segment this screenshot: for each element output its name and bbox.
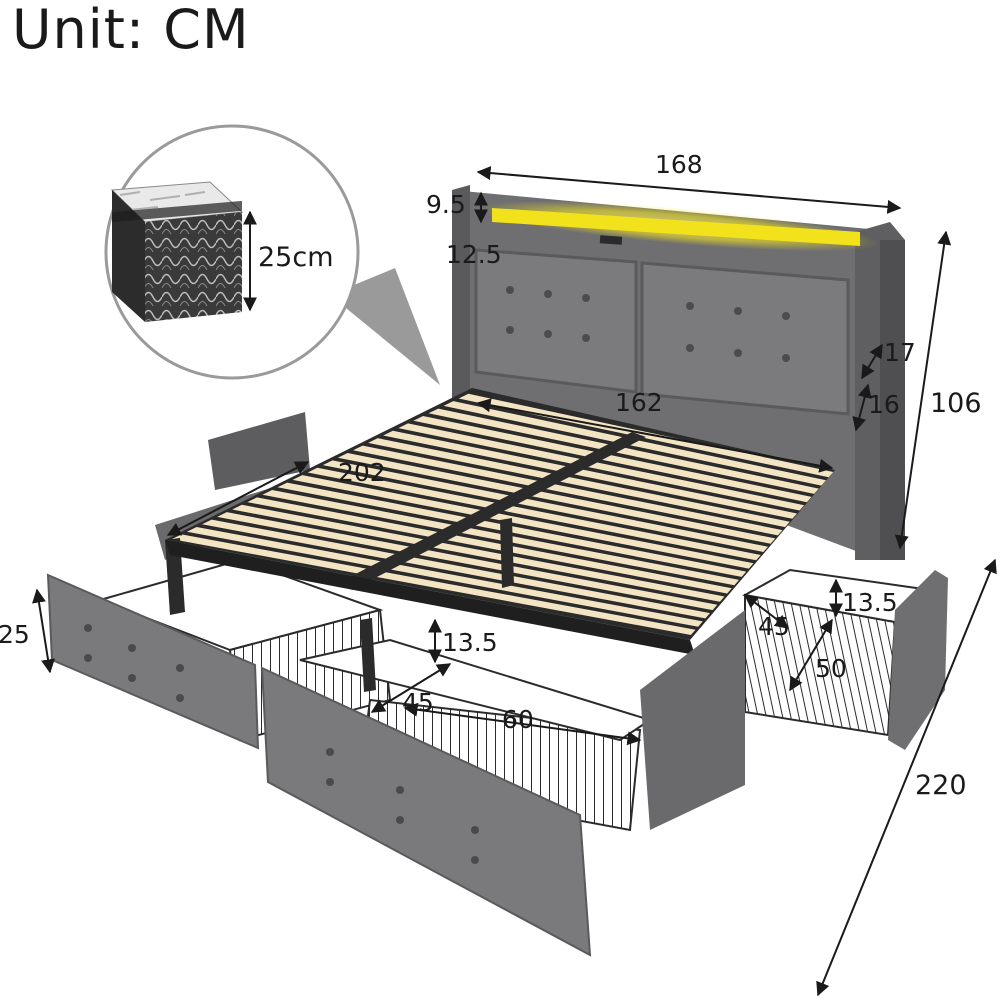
dim-label-shelf-depth: 12.5 [446, 240, 502, 269]
slat [368, 438, 790, 528]
footboard-corner [640, 610, 745, 830]
slat [217, 512, 718, 611]
dim-label-front-drawer-inner-height: 13.5 [442, 628, 498, 657]
headboard-cushion-left [474, 248, 638, 394]
front-drawer-panels [46, 573, 745, 957]
dim-label-light-strip-height: 9.5 [426, 190, 466, 219]
slat [232, 504, 725, 602]
headboard-cushion-right [640, 261, 850, 416]
slat [292, 475, 754, 569]
usb-port [599, 235, 623, 245]
dim-line-45-side [743, 594, 790, 629]
dim-line-168 [476, 166, 902, 214]
mattress-thickness-label: 25cm [258, 242, 334, 273]
dim-label-side-drawer-height: 13.5 [842, 588, 898, 617]
dim-label-front-drawer-height: 25 [0, 620, 30, 649]
dim-label-side-drawer-depth: 45 [758, 612, 790, 641]
drawer-panel-right [260, 666, 592, 957]
mattress-thumbnail [110, 181, 244, 322]
dim-line-16 [852, 383, 872, 432]
slat [337, 452, 776, 544]
unit-title: Unit: CM [12, 0, 250, 61]
slat [307, 467, 761, 561]
headboard-buttons [506, 286, 790, 362]
dim-label-headboard-width: 168 [655, 150, 703, 179]
callout-pointer [330, 268, 440, 385]
slat [186, 526, 703, 627]
dim-label-total-length: 220 [915, 770, 967, 801]
slat [247, 497, 732, 594]
dim-label-side-drawer-width: 50 [815, 654, 847, 683]
dimension-lines [32, 166, 997, 997]
dim-label-front-drawer-width: 60 [502, 705, 534, 734]
dim-label-slat-length: 202 [338, 458, 386, 487]
mattress-callout [104, 124, 440, 385]
dim-label-wing-width-bottom: 16 [868, 390, 900, 419]
dim-line-202 [166, 461, 310, 536]
dim-line-17 [861, 343, 883, 380]
slat [322, 460, 769, 553]
dim-line-45-front [370, 663, 452, 713]
slat [202, 519, 711, 619]
dim-label-slat-width: 162 [615, 388, 663, 417]
dim-line-162 [476, 398, 834, 473]
drawer-buttons [84, 624, 479, 864]
dim-label-front-drawer-depth: 45 [402, 688, 434, 717]
dim-label-total-height: 106 [930, 388, 982, 419]
slat [353, 445, 783, 536]
dim-label-wing-width-top: 17 [884, 338, 916, 367]
slat [171, 534, 696, 636]
dim-line-60 [403, 702, 642, 746]
dim-line-220 [816, 558, 997, 997]
dim-line-106 [894, 230, 952, 550]
led-strip [492, 208, 860, 246]
dim-line-25 [32, 588, 55, 674]
